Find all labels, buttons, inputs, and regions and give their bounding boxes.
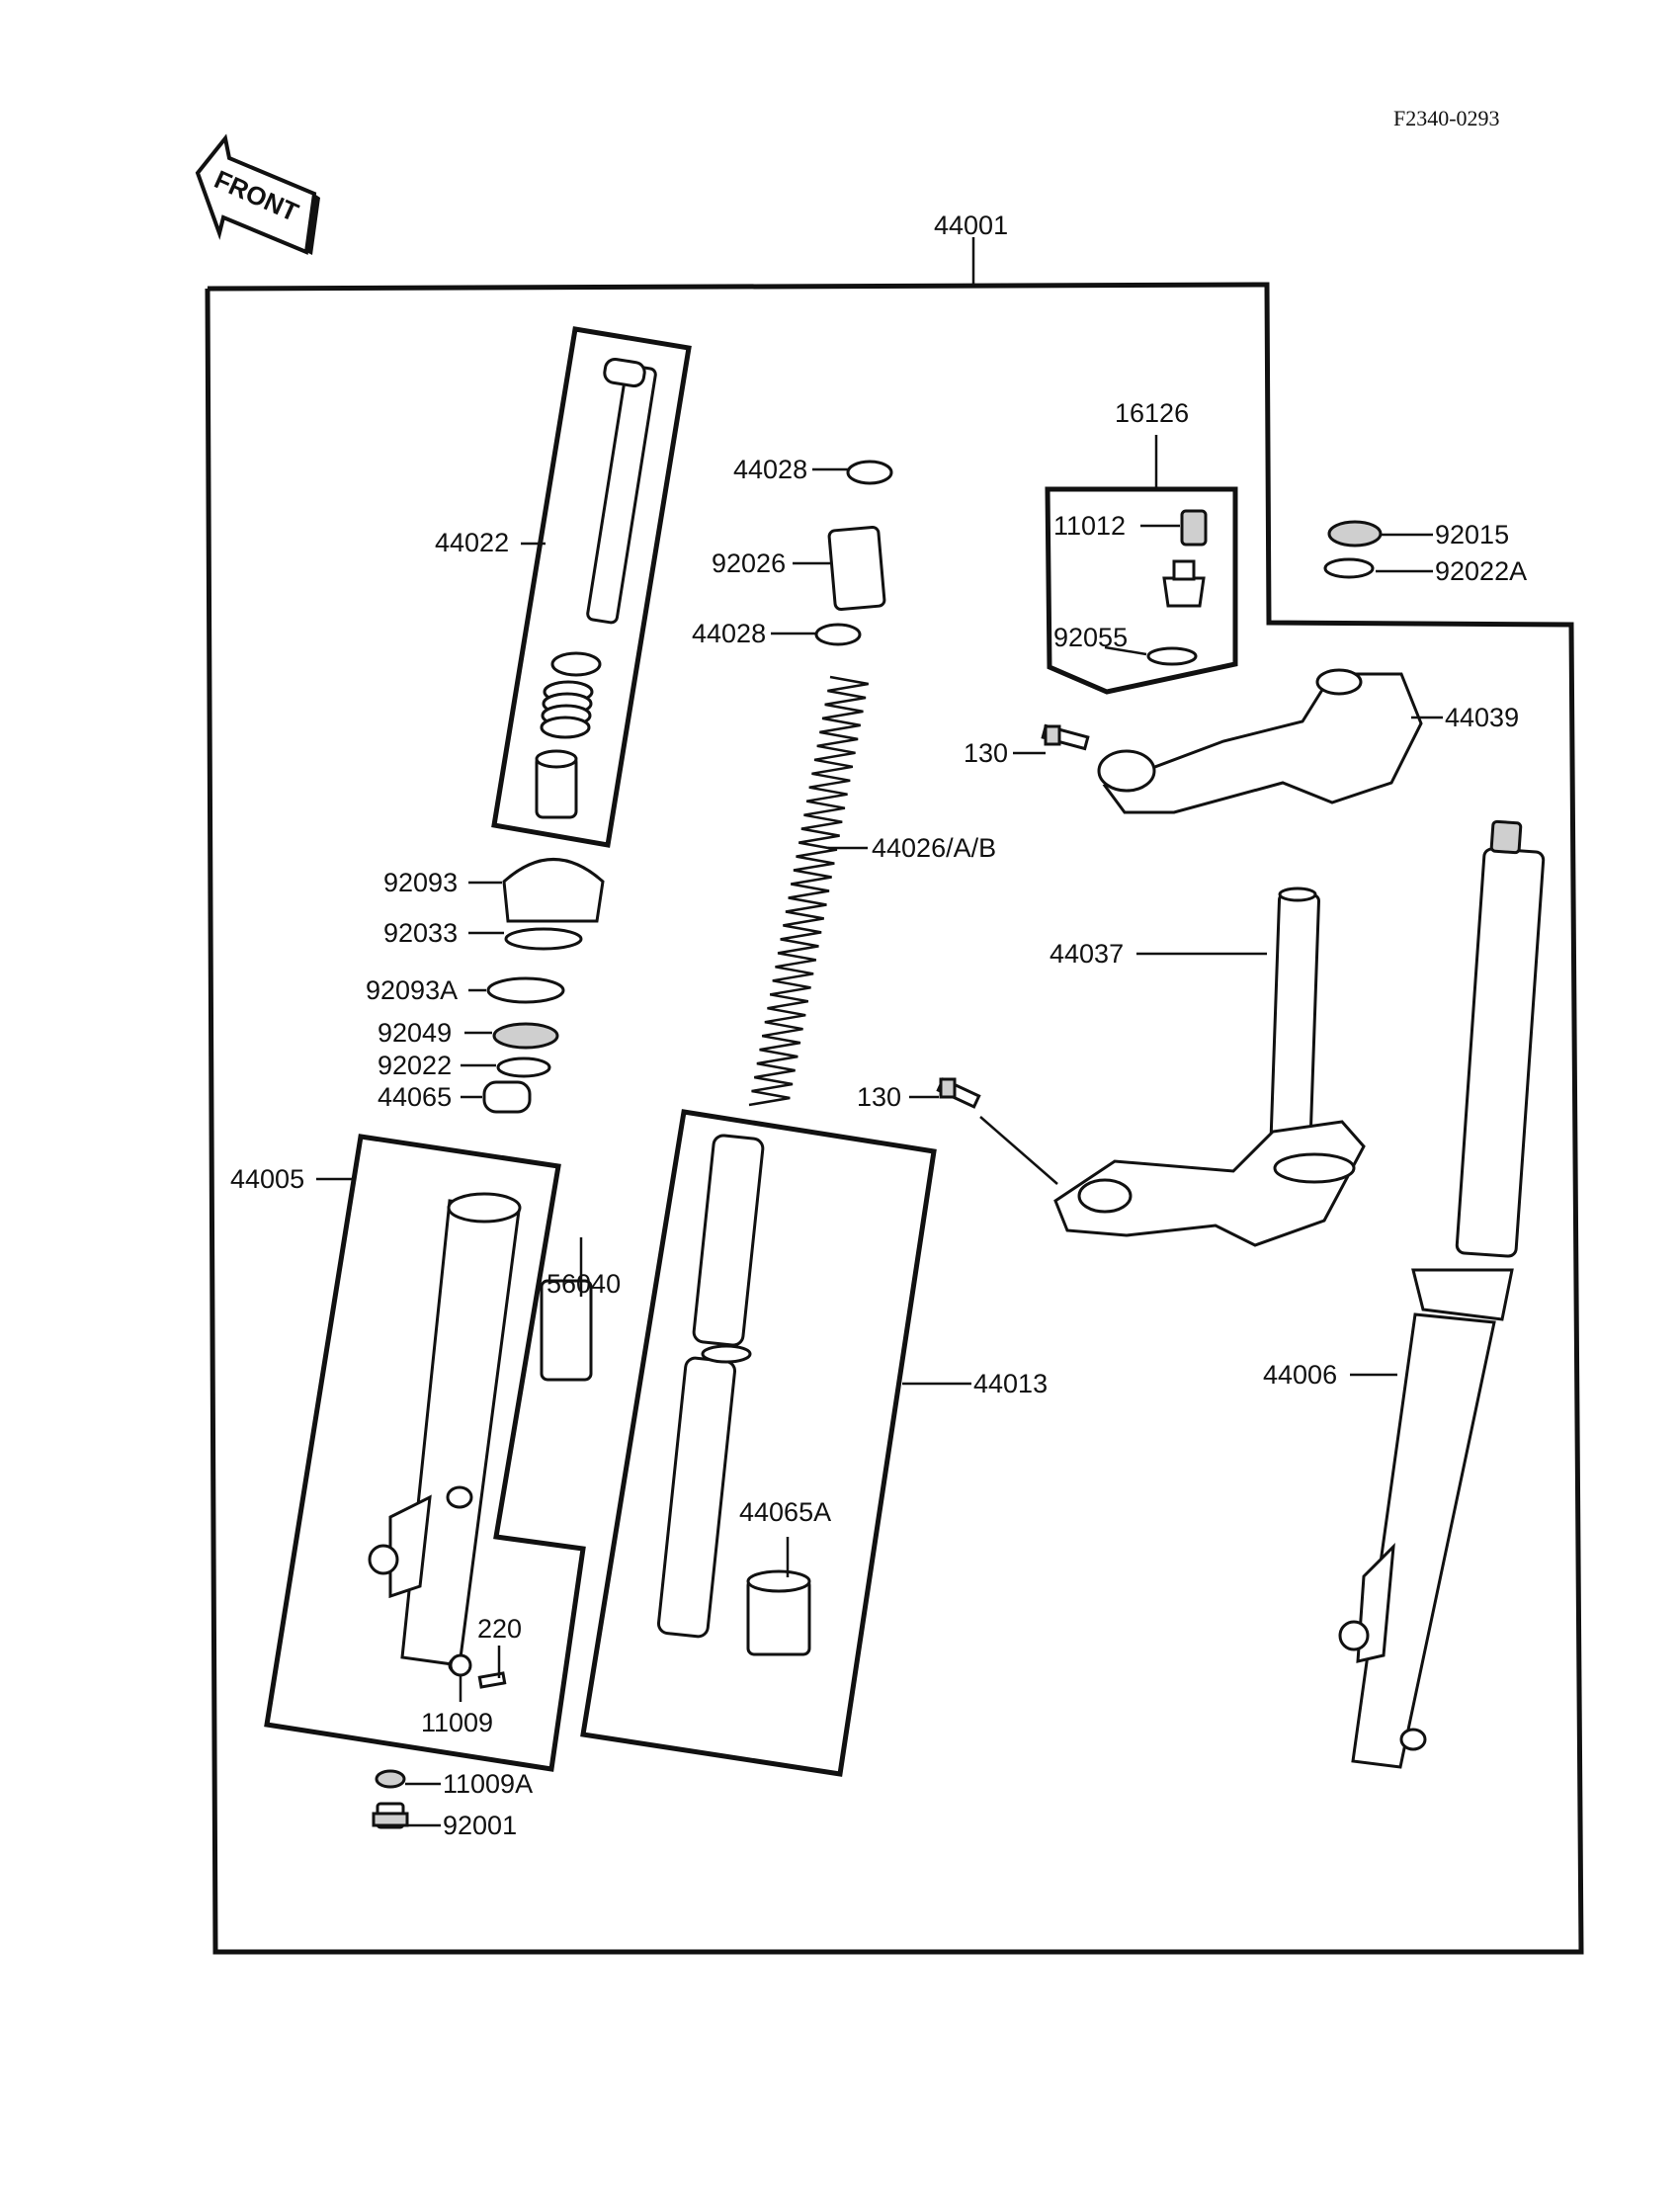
- fork-spring-44026: [748, 675, 869, 1107]
- label-92022A: 92022A: [1435, 556, 1527, 586]
- label-44028-top: 44028: [733, 455, 807, 484]
- lower-bracket-44037: [1053, 887, 1366, 1247]
- label-92001: 92001: [443, 1811, 517, 1840]
- nut-washer-parts: [1323, 520, 1383, 579]
- label-130-upper: 130: [964, 738, 1008, 768]
- label-92015: 92015: [1435, 520, 1509, 549]
- subassembly-box-44005: [264, 1134, 593, 1772]
- label-92026: 92026: [712, 549, 786, 578]
- label-220: 220: [477, 1614, 522, 1644]
- subassembly-box-44022: [491, 326, 692, 848]
- subassembly-box-16126: [1045, 486, 1238, 695]
- label-16126: 16126: [1115, 398, 1189, 428]
- fork-leg-44006: [1338, 819, 1546, 1769]
- label-130-lower: 130: [857, 1082, 901, 1112]
- label-92093A: 92093A: [366, 975, 458, 1005]
- label-44026-a-b: 44026/A/B: [872, 833, 996, 863]
- label-11009: 11009: [421, 1708, 493, 1737]
- bolt-130-lower: [936, 1077, 1058, 1185]
- label-92033: 92033: [383, 918, 458, 948]
- label-44013: 44013: [973, 1369, 1048, 1398]
- seal-parts-group: [482, 858, 605, 1114]
- label-92022: 92022: [378, 1051, 452, 1080]
- bolt-130-upper: [1041, 723, 1090, 751]
- drain-screw-parts: [449, 1653, 507, 1689]
- label-56040: 56040: [546, 1269, 621, 1299]
- label-11012: 11012: [1053, 511, 1126, 541]
- label-44006: 44006: [1263, 1360, 1337, 1390]
- label-11009A: 11009A: [443, 1769, 533, 1799]
- subassembly-box-44013: [580, 1109, 937, 1777]
- label-44065: 44065: [378, 1082, 452, 1112]
- label-44037: 44037: [1050, 939, 1124, 969]
- front-arrow-icon: FRONT: [195, 133, 320, 255]
- upper-bracket-44039: [1097, 668, 1423, 814]
- label-44005: 44005: [230, 1164, 304, 1194]
- label-44065A: 44065A: [739, 1497, 831, 1527]
- bottom-bolt-parts: [372, 1769, 409, 1829]
- label-44022: 44022: [435, 528, 509, 557]
- label-92055: 92055: [1053, 623, 1128, 652]
- label-44039: 44039: [1445, 703, 1519, 732]
- assembly-outline-44001: [205, 237, 1584, 1955]
- label-92049: 92049: [378, 1018, 452, 1048]
- label-92093: 92093: [383, 868, 458, 897]
- label-44001: 44001: [934, 211, 1008, 240]
- figure-code: F2340-0293: [1393, 106, 1500, 130]
- spacer-parts: [814, 460, 893, 646]
- label-44028-bottom: 44028: [692, 619, 766, 648]
